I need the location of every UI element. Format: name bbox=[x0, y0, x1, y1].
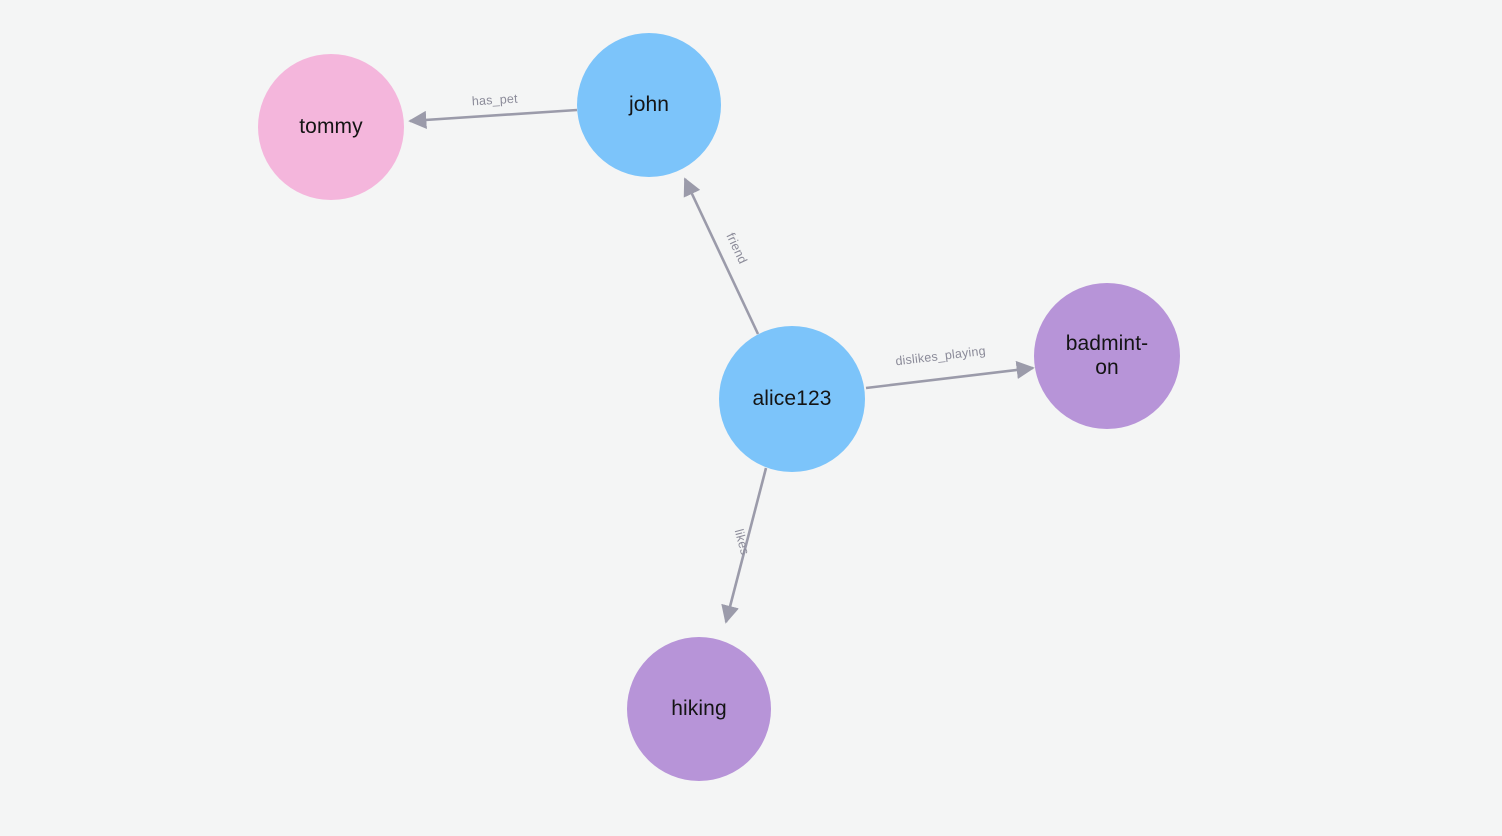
graph-edge[interactable] bbox=[408, 108, 578, 130]
graph-node-hiking[interactable]: hiking bbox=[627, 637, 771, 781]
node-label: hiking bbox=[671, 697, 727, 721]
edge-label: likes bbox=[732, 528, 752, 557]
node-label: john bbox=[628, 93, 670, 117]
graph-node-badminton[interactable]: badmint-on bbox=[1034, 283, 1180, 429]
graph-node-tommy[interactable]: tommy bbox=[258, 54, 404, 200]
edge-label: has_pet bbox=[471, 92, 518, 109]
node-label: alice123 bbox=[752, 387, 832, 411]
graph-node-john[interactable]: john bbox=[577, 33, 721, 177]
graph-edge[interactable] bbox=[683, 177, 760, 335]
graph-edge[interactable] bbox=[865, 360, 1035, 390]
edge-label: friend bbox=[723, 231, 749, 266]
graph-node-alice123[interactable]: alice123 bbox=[719, 326, 865, 472]
graph-edge[interactable] bbox=[721, 467, 768, 624]
node-label: tommy bbox=[299, 115, 363, 139]
edge-label: dislikes_playing bbox=[895, 344, 987, 369]
node-label: badmint-on bbox=[1065, 332, 1149, 379]
